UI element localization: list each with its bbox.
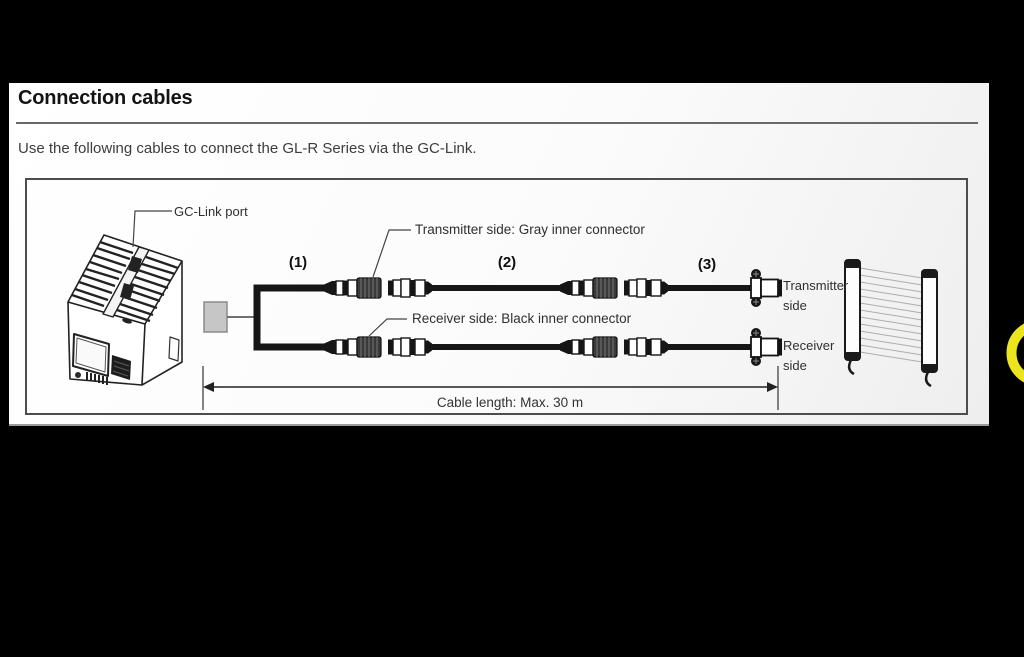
cable-connector-pair-receiver-2	[559, 336, 669, 358]
title-divider	[16, 122, 978, 124]
receiver-connector-label: Receiver side: Black inner connector	[412, 311, 632, 326]
segment-label-1: (1)	[288, 254, 308, 271]
gc-link-connector-square	[203, 301, 254, 333]
connection-diagram: GC-Link port Transmitter side: Gray inne…	[25, 178, 968, 415]
gc-link-port-label: GC-Link port	[174, 204, 248, 219]
segment-label-3: (3)	[697, 256, 717, 273]
receiver-side-label: Receiver side	[783, 338, 835, 374]
cable-runs	[432, 285, 752, 350]
light-curtain-illustration	[844, 259, 938, 388]
highlight-ring-icon	[1006, 323, 1024, 383]
dimension-arrow	[202, 366, 779, 410]
cable-connector-pair-transmitter-2	[559, 277, 669, 299]
cable-length-label: Cable length: Max. 30 m	[436, 395, 584, 410]
cable-connector-pair-transmitter-1	[323, 277, 433, 299]
receiver-leader-line	[368, 318, 407, 337]
cable-connector-pair-receiver-1	[323, 336, 433, 358]
connection-diagram-art	[67, 210, 938, 410]
transmitter-leader-line	[372, 229, 411, 278]
gc-link-leader-line	[132, 210, 172, 248]
transmitter-connector-label: Transmitter side: Gray inner connector	[415, 222, 645, 237]
controller-illustration	[67, 234, 183, 386]
cable-split	[253, 284, 325, 351]
segment-label-2: (2)	[497, 254, 517, 271]
transmitter-side-label: Transmitter side	[783, 278, 849, 314]
intro-text: Use the following cables to connect the …	[18, 140, 477, 157]
document-page: Connection cables Use the following cabl…	[9, 83, 989, 426]
page-title: Connection cables	[18, 87, 193, 109]
cable-end-plug-receiver	[750, 327, 783, 367]
cable-end-plug-transmitter	[750, 268, 783, 308]
